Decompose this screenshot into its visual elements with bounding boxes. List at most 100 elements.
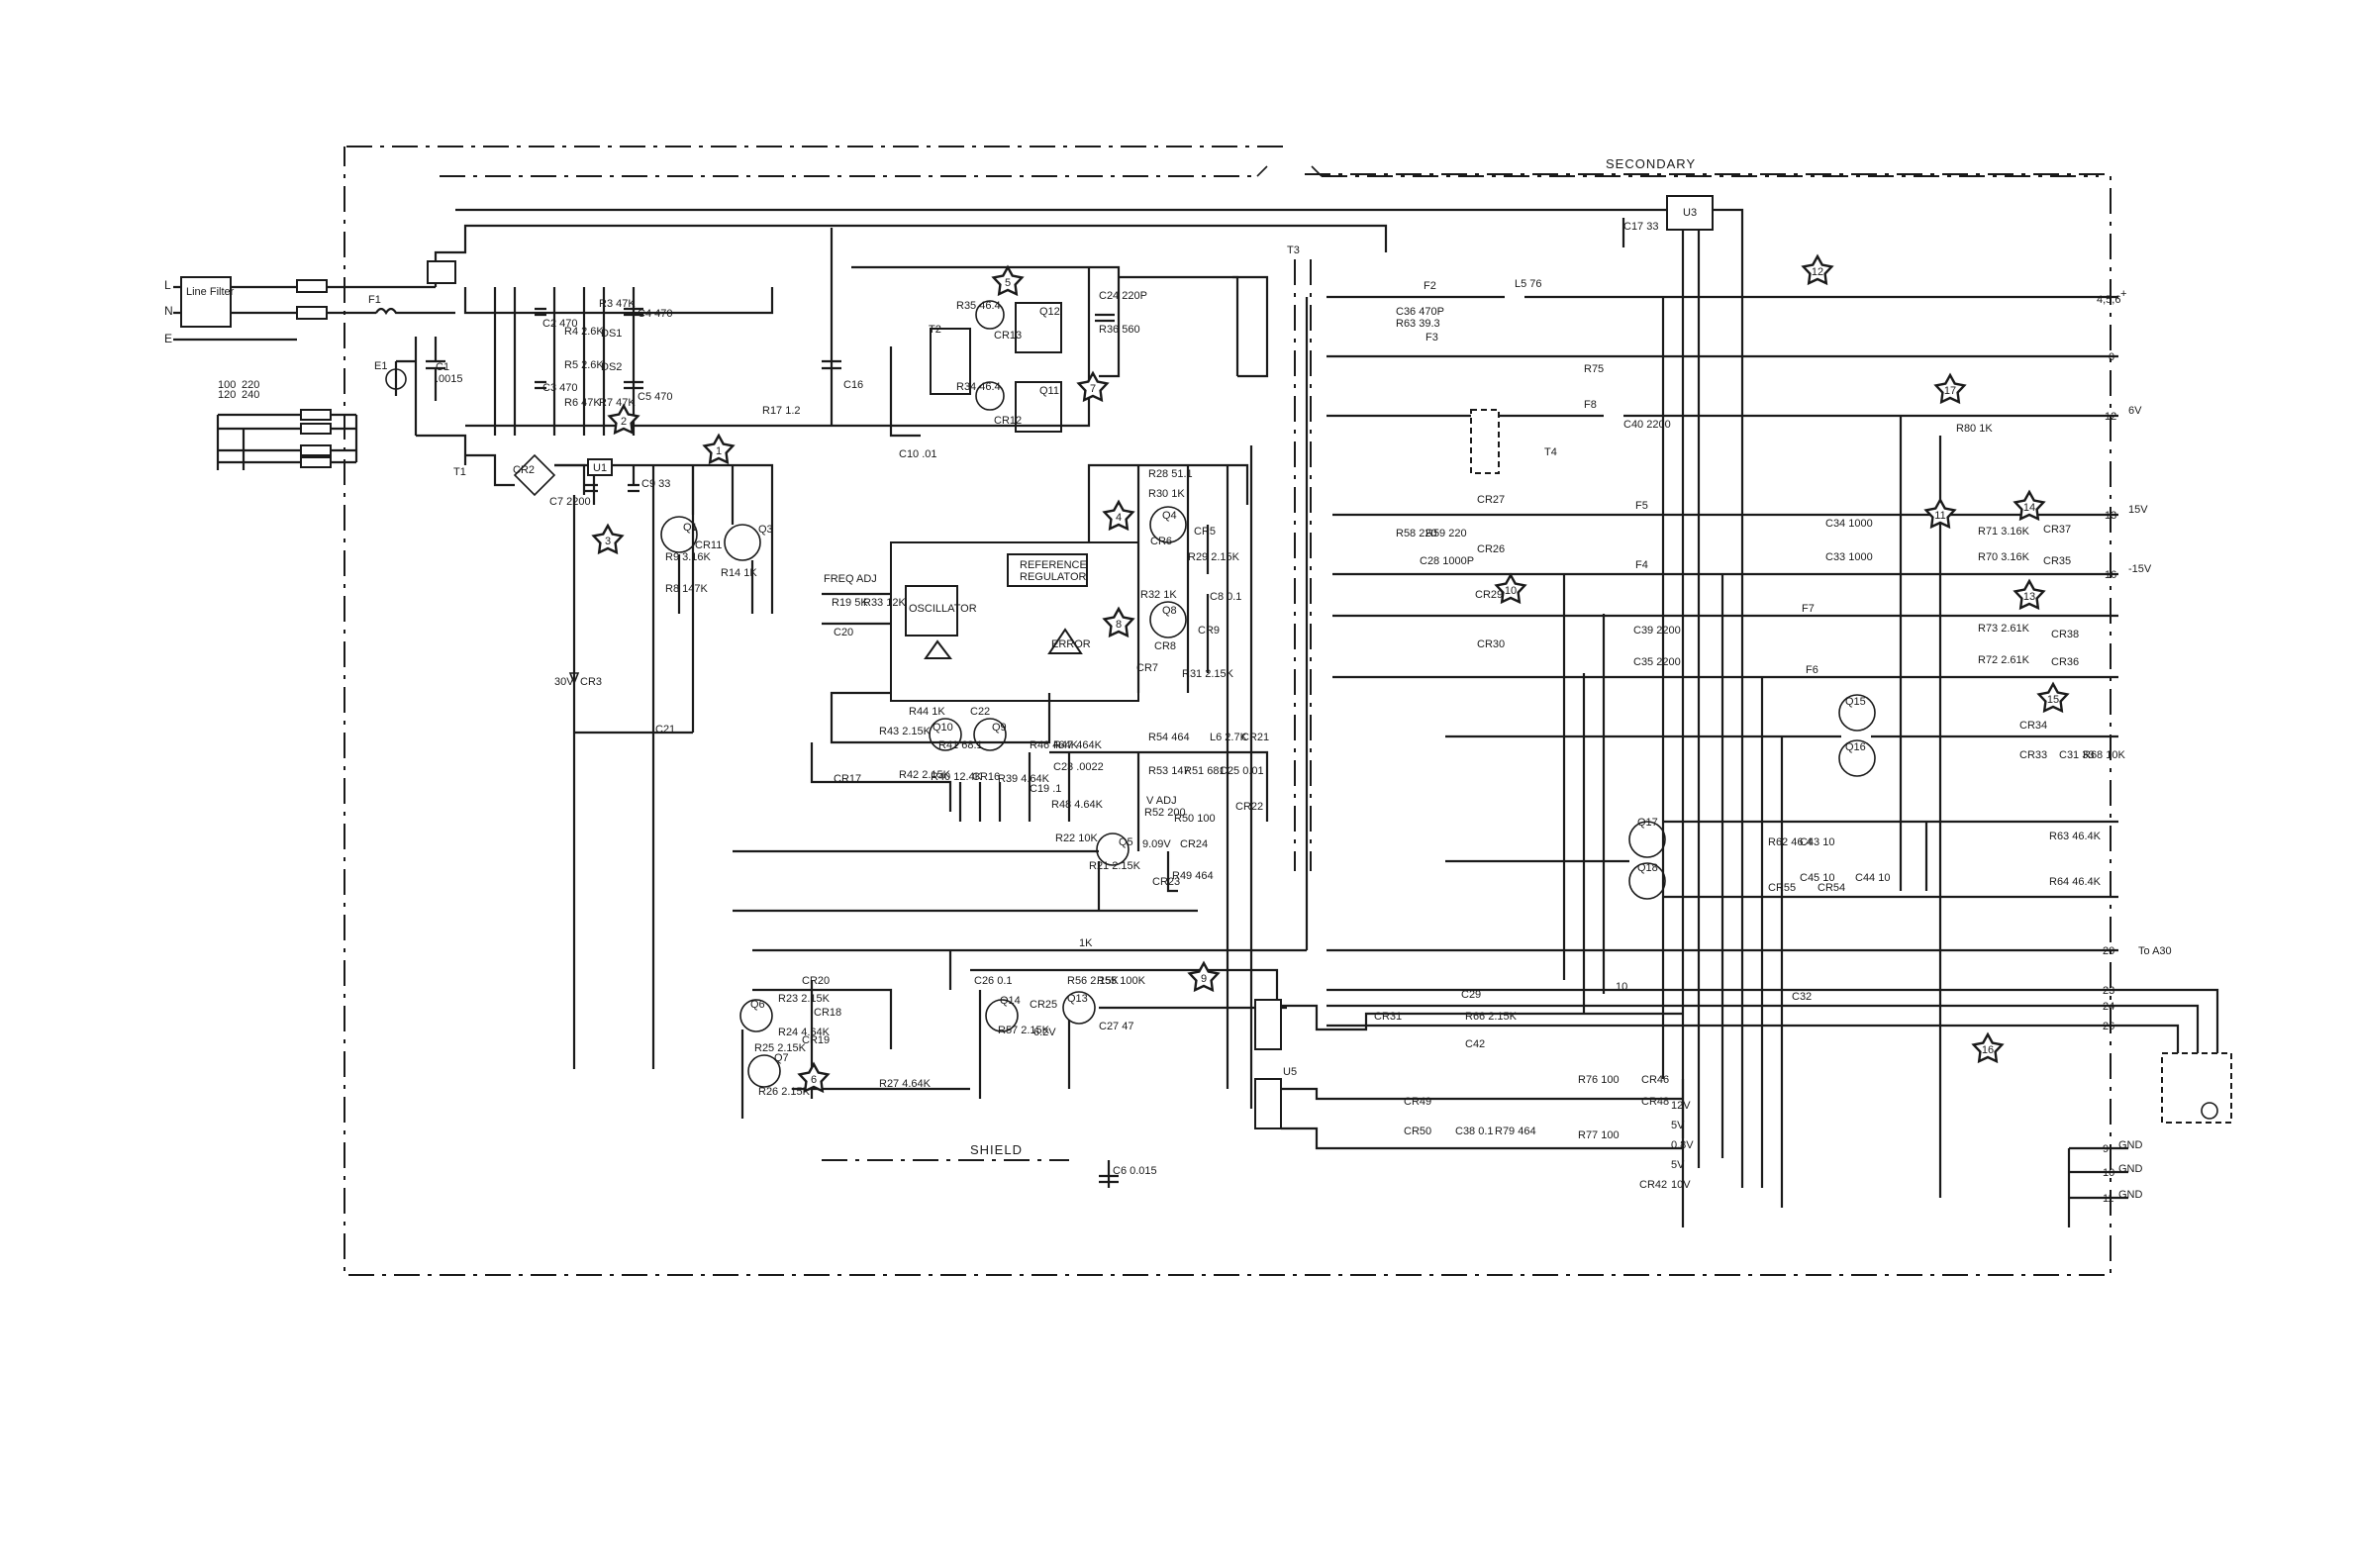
r6-label: R6 47K xyxy=(564,397,601,409)
q13-label: Q13 xyxy=(1067,993,1088,1005)
c10-label: C10 .01 xyxy=(899,448,937,460)
r29-label: R29 2.15K xyxy=(1188,551,1240,563)
mains-e-label: E xyxy=(164,332,172,345)
freq-adj-label: FREQ ADJ xyxy=(824,573,877,585)
cr5-label: CR5 xyxy=(1194,526,1216,538)
30v-label: 30V xyxy=(554,676,574,688)
q9-label: Q9 xyxy=(992,722,1007,734)
u3-box xyxy=(1666,195,1714,231)
pin-24: 24 xyxy=(2103,1001,2114,1013)
pin-9: 9 xyxy=(2103,1143,2109,1155)
c3-label: C3 470 xyxy=(542,382,577,394)
pin-10: 10 xyxy=(2103,1167,2114,1179)
r71-label: R71 3.16K xyxy=(1978,526,2030,538)
cr16-label: CR16 xyxy=(972,771,1000,783)
pin-16: 16 xyxy=(2105,569,2116,581)
pin-12: 12 xyxy=(2105,411,2116,423)
regulator-label: REGULATOR xyxy=(1020,571,1086,583)
r22-label: R22 10K xyxy=(1055,833,1098,844)
r77-label: R77 100 xyxy=(1578,1129,1620,1141)
r8-label: R8 147K xyxy=(665,583,708,595)
vsel-link-4 xyxy=(300,456,332,468)
vsel-220: 220 xyxy=(242,379,259,391)
test-point-number: 11 xyxy=(1934,510,1945,522)
r40-label: R40 12.4K xyxy=(931,771,983,783)
cr17-label: CR17 xyxy=(834,773,861,785)
c43-label: C43 10 xyxy=(1800,836,1834,848)
shield-label: SHIELD xyxy=(970,1142,1023,1157)
r58-label: R58 220 xyxy=(1396,528,1437,539)
f5-label: F5 xyxy=(1635,500,1648,512)
ds1-label: DS1 xyxy=(601,328,622,340)
r56-label: R56 2.15K xyxy=(1067,975,1120,987)
q1-symbol xyxy=(660,516,698,553)
r55-label: R55 100K xyxy=(1097,975,1146,987)
shield-section: SHIELD C6 0.015 xyxy=(822,1142,1157,1188)
cr9-label: CR9 xyxy=(1198,625,1220,637)
c36-label: C36 470P xyxy=(1396,306,1444,318)
q11-box xyxy=(1015,381,1062,433)
q16-symbol xyxy=(1838,739,1876,777)
pin-13: 13 xyxy=(2105,510,2116,522)
q1-label: Q1 xyxy=(683,522,698,534)
test-point-number: 16 xyxy=(1982,1044,1994,1056)
line-filter-label: Line Filter xyxy=(186,286,235,298)
r19-label: R19 5K xyxy=(832,597,868,609)
cr24-label: CR24 xyxy=(1180,838,1208,850)
pin-20: 20 xyxy=(2103,945,2114,957)
r59-label: R59 220 xyxy=(1425,528,1467,539)
c45-label: C45 10 xyxy=(1800,872,1834,884)
test-point-number: 17 xyxy=(1944,385,1956,397)
connector-jack xyxy=(2201,1102,2218,1120)
q12-label: Q12 xyxy=(1039,306,1060,318)
c38-label: C38 0.1 xyxy=(1455,1126,1494,1137)
f7-label: F7 xyxy=(1802,603,1815,615)
t2-label: T2 xyxy=(929,324,941,336)
pin-11: 11 xyxy=(2103,1193,2113,1205)
cr49-label: CR49 xyxy=(1404,1096,1431,1108)
pin-11-name: GND xyxy=(2118,1189,2143,1201)
f3-label: F3 xyxy=(1425,332,1438,343)
test-point-star xyxy=(2036,681,2070,714)
r44-label: R44 1K xyxy=(909,706,945,718)
v08-label: 0.8V xyxy=(1671,1139,1694,1151)
pin-13-name: 15V xyxy=(2128,504,2148,516)
r47-label: R47 464K xyxy=(1053,739,1103,751)
test-point-4: 4 xyxy=(1102,499,1135,532)
test-point-14: 14 xyxy=(2013,489,2046,522)
error-amp-label: ERROR xyxy=(1051,638,1091,650)
l6-label: L6 2.7K xyxy=(1210,732,1248,743)
q17-label: Q17 xyxy=(1637,817,1658,829)
r3-label: R3 47K xyxy=(599,298,636,310)
vsel-link-3 xyxy=(300,444,332,456)
q3-label: Q3 xyxy=(758,524,773,536)
q11-label: Q11 xyxy=(1039,385,1059,397)
pin-10-name: GND xyxy=(2118,1163,2143,1175)
test-point-16: 16 xyxy=(1971,1031,2005,1064)
r9-label: R9 3.16K xyxy=(665,551,712,563)
c17-label: C17 33 xyxy=(1623,221,1658,233)
cr46-label: CR46 xyxy=(1641,1074,1669,1086)
primary-filter-section: E1 C1 .0015 C2 470 R3 47K C4 470 R4 2.6K… xyxy=(374,224,1388,465)
u5-label: U5 xyxy=(1283,1066,1297,1078)
c19-label: C19 .1 xyxy=(1030,783,1061,795)
c40-label: C40 2200 xyxy=(1623,419,1671,431)
cr19-label: CR19 xyxy=(802,1034,830,1046)
q6-label: Q6 xyxy=(750,999,765,1011)
u5-box xyxy=(1254,1078,1282,1129)
test-point-star xyxy=(797,1061,831,1094)
e1-label: E1 xyxy=(374,360,387,372)
c16-label: C16 xyxy=(843,379,863,391)
line-filter-box xyxy=(180,276,232,328)
r26-label: R26 2.15K xyxy=(758,1086,811,1098)
r62-label: R62 46.4 xyxy=(1768,836,1813,848)
r75-label: R75 xyxy=(1584,363,1604,375)
test-point-star xyxy=(2013,489,2046,522)
r43-label: R43 2.15K xyxy=(879,726,932,737)
test-point-number: 3 xyxy=(605,536,611,547)
controller-section: OSCILLATOR REFERENCE REGULATOR ERROR FRE… xyxy=(822,463,1249,744)
mains-input-section: Line Filter L N E F1 100 120 220 240 xyxy=(164,276,436,470)
v5b-label: 5V xyxy=(1671,1159,1685,1171)
c9-label: C9 33 xyxy=(641,478,670,490)
